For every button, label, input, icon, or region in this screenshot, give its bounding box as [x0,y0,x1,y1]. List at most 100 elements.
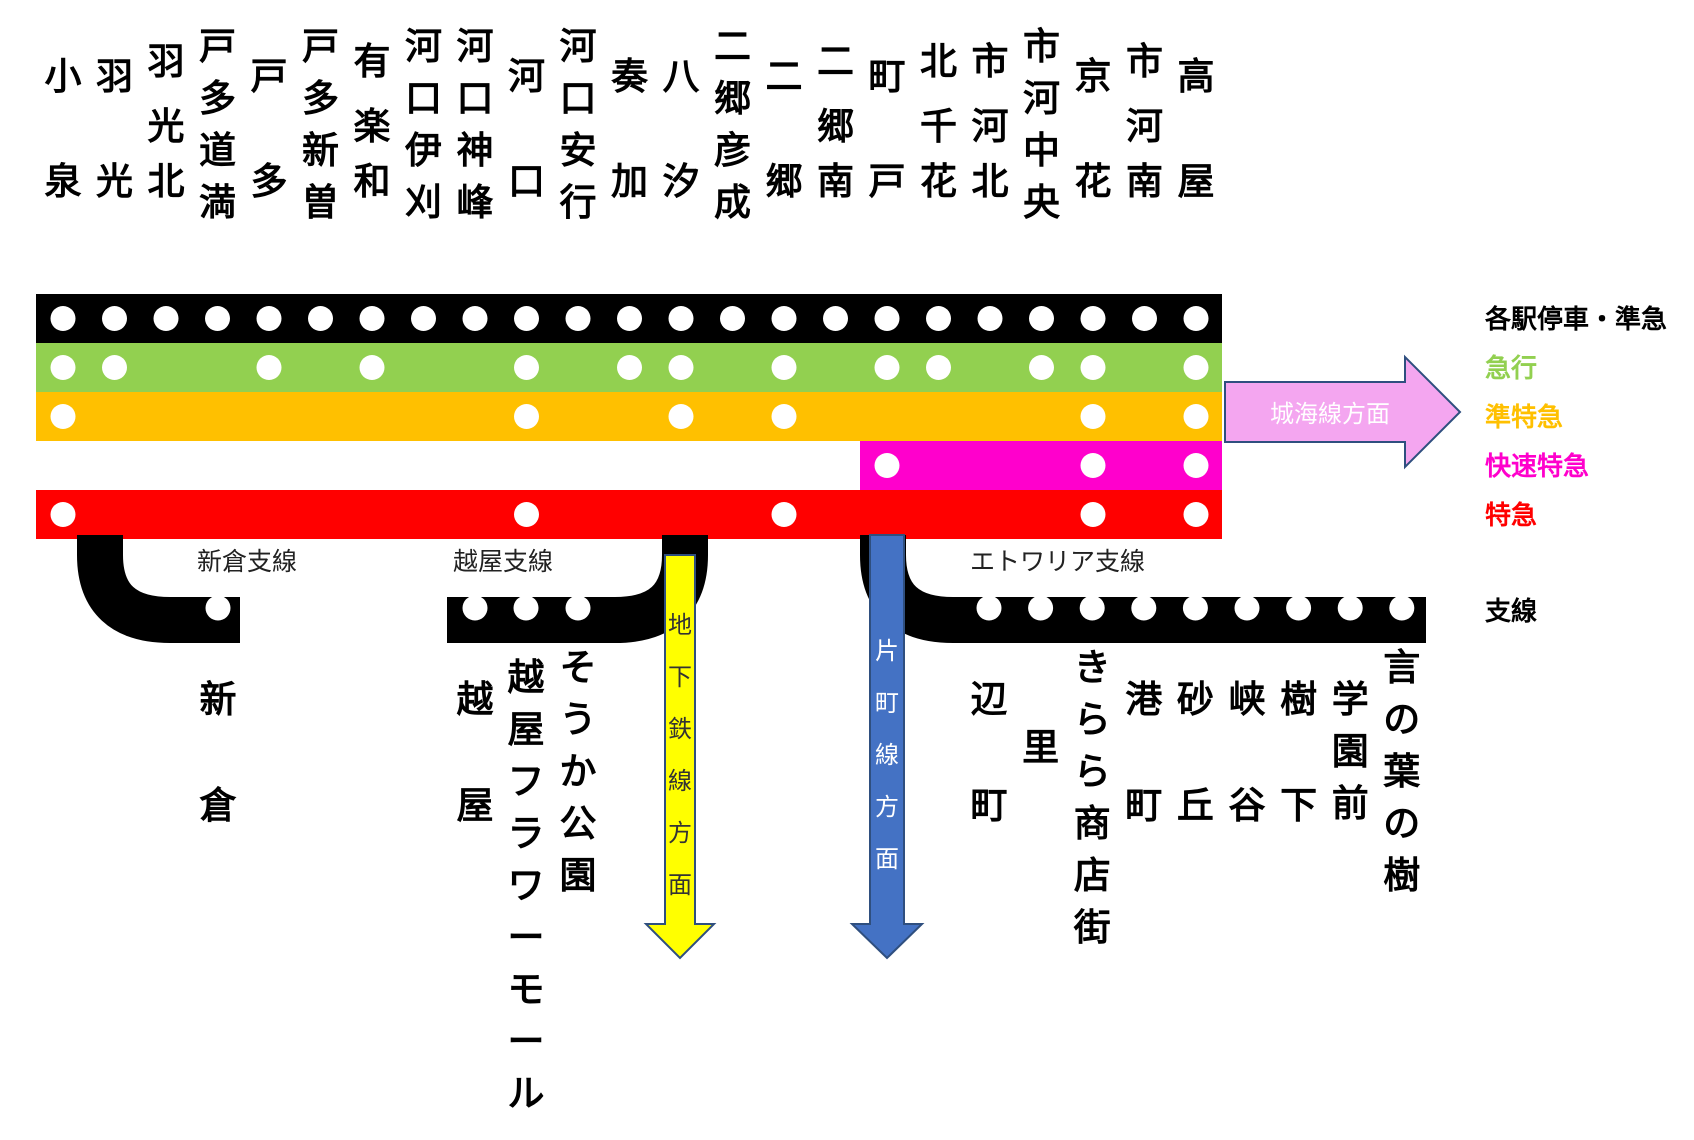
station-name-char: 屋 [508,708,545,751]
station-name-char: 八 [663,55,701,98]
station-name-char: 千 [920,105,957,148]
service-band-5 [36,490,1222,539]
station-name-char: 港 [1125,678,1163,721]
station-name-17: 町戸 [869,55,906,203]
stop-dot [771,355,797,380]
station-name-char: 京 [1075,55,1112,98]
branch-stop-dot [1337,595,1363,621]
stop-dot [823,306,848,331]
station-name-char: ワ [508,864,545,907]
stop-dot [771,404,797,429]
stop-dot [50,404,76,429]
station-name-16: 二郷南 [817,40,854,203]
station-name-char: 郷 [766,160,803,203]
branch-stop-dot [205,595,231,621]
station-name-char: 公 [560,802,597,845]
station-name-char: 言 [1383,646,1420,689]
service-band-1 [36,294,1222,343]
branch-stop-dot [1182,595,1208,621]
stop-dot [411,306,436,331]
station-name-15: 二郷 [766,55,803,203]
station-name-char: 学 [1332,678,1369,721]
stop-dot [720,306,745,331]
station-name-char: 汐 [663,160,700,203]
etowaria-branch-label: エトワリア支線 [970,547,1145,576]
station-name-18: 北千花 [920,40,957,203]
station-name-char: 河 [405,25,442,68]
station-name-char: 多 [199,77,236,120]
station-name-char: 町 [971,784,1008,827]
branch-stop-dot [1028,595,1054,621]
station-name-char: 里 [1022,726,1059,769]
stop-dot [256,355,282,380]
station-name-char: 二 [714,25,751,68]
branch-station-koshiya: 越屋 [457,678,495,827]
branch-station-eto-2: 里 [1022,726,1059,769]
branch-station-eto-4: 港町 [1125,678,1163,827]
stop-dot [514,404,539,429]
stop-dot [102,355,127,380]
station-name-char: 行 [560,181,597,224]
station-name-char: ー [508,916,545,959]
shinkura-branch-track [77,535,240,643]
station-name-char: の [1383,698,1420,741]
station-name-char: 加 [611,160,648,203]
direction-label-char: 面 [668,871,692,899]
stop-dot [668,306,694,331]
station-name-char: 河 [560,25,597,68]
stop-dot [256,306,282,331]
stop-dot [1080,502,1106,527]
station-name-char: 谷 [1229,784,1266,827]
station-name-char: 北 [920,40,957,83]
station-name-char: 市 [972,40,1009,83]
stop-dot [50,355,76,380]
service-band-bar [36,490,1222,539]
station-name-char: 泉 [45,160,82,203]
station-name-char: 曽 [302,181,339,224]
station-name-char: 越 [457,678,495,721]
stop-dot [617,355,642,380]
station-name-char: 南 [1126,160,1163,203]
station-name-char: 町 [869,55,906,98]
legend-branch: 支線 [1485,596,1537,627]
service-band-2 [36,343,1222,392]
station-name-char: 羽 [96,55,133,98]
jokai-direction-arrow: 城海線方面 [1224,354,1462,470]
direction-label-char: 方 [668,819,692,847]
station-name-char: 峡 [1229,678,1266,721]
station-name-22: 市河南 [1126,40,1163,203]
stop-dot [1183,404,1209,429]
station-name-char: 満 [199,181,236,224]
station-name-char: 花 [920,160,957,203]
station-name-char: 店 [1074,854,1111,897]
legend-service-3: 準特急 [1485,402,1563,433]
stop-dot [1183,355,1209,380]
stop-dot [102,306,127,331]
station-name-char: 葉 [1382,750,1421,793]
station-name-char: 伊 [404,129,442,172]
station-name-19: 市河北 [972,40,1009,203]
station-name-char: 道 [199,129,236,172]
station-name-char: の [1383,802,1420,845]
station-name-char: 郷 [714,77,751,120]
branch-station-eto-1: 辺町 [971,678,1008,827]
station-name-char: 神 [457,129,494,172]
station-name-2: 羽光 [96,55,133,203]
station-name-char: 園 [560,854,597,897]
stop-dot [874,453,900,478]
station-name-char: 和 [354,160,391,203]
legend-service-4: 快速特急 [1485,451,1589,482]
stop-dot [668,355,694,380]
branch-stop-dot [1079,595,1105,621]
branch-station-eto-8: 学園前 [1332,678,1369,825]
branch-stop-dot [462,595,488,621]
stop-dot [50,502,76,527]
station-name-char: 戸 [199,25,236,68]
